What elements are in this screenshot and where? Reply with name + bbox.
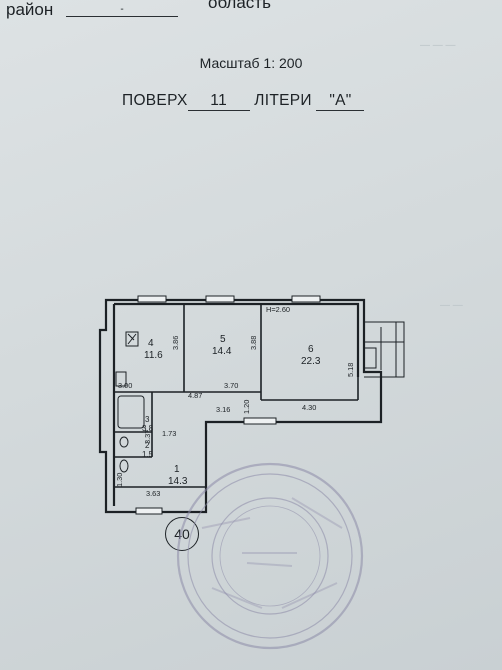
sink-symbol — [119, 436, 129, 448]
room-1-number: 1 — [174, 464, 180, 475]
room-4-area: 11.6 — [144, 350, 163, 361]
dim-3-37: 3.37 — [143, 430, 152, 444]
room-2-area: 1.5 — [142, 450, 154, 459]
door-symbol — [363, 347, 377, 369]
dim-3-86: 3.86 — [171, 336, 180, 350]
dim-3-16: 3.16 — [216, 405, 230, 414]
room-4-number: 4 — [148, 338, 154, 349]
dim-4-30: 4.30 — [302, 403, 316, 412]
letter-label: ЛІТЕРИ — [254, 92, 312, 109]
label-h: H=2.60 — [266, 305, 290, 314]
room-2-number: 2 — [145, 441, 150, 450]
dim-3-63: 3.63 — [146, 489, 160, 498]
letter-value: "А" — [316, 92, 365, 111]
sheet-number-circle: 40 — [165, 517, 199, 551]
toilet-symbol — [119, 459, 129, 473]
room-3-area: 3.8 — [142, 424, 154, 433]
floor-plan: H=2.60 4 11.6 5 14.4 6 22.3 3 3.8 2 1.5 … — [96, 282, 416, 552]
floor-number: 11 — [187, 92, 250, 111]
district-label: район — [6, 0, 54, 19]
dim-5-18: 5.18 — [346, 363, 355, 377]
room-5-number: 5 — [220, 334, 226, 345]
floor-label: ПОВЕРХ — [122, 92, 188, 109]
window-bottom — [243, 417, 277, 425]
district-field: - — [66, 4, 178, 17]
dim-1-73: 1.73 — [162, 429, 176, 438]
dim-1-20: 1.20 — [242, 400, 251, 414]
room-1-area: 14.3 — [168, 476, 188, 487]
bleed-through: — — — [440, 300, 463, 311]
official-stamp — [172, 458, 368, 654]
stove-symbol — [125, 331, 139, 347]
sink-left — [115, 371, 127, 387]
room-3-number: 3 — [145, 415, 150, 424]
region-label: область — [208, 0, 271, 12]
scale-text: Масштаб 1: 200 — [199, 55, 303, 71]
wall-top-inner — [114, 302, 360, 377]
dim-3-88: 3.88 — [249, 336, 258, 350]
room-6-area: 22.3 — [301, 356, 321, 367]
bathtub-symbol — [117, 395, 145, 429]
dim-4-87: 4.87 — [188, 391, 202, 400]
dim-3-00: 3.00 — [118, 381, 132, 390]
dim-1-30: 1.30 — [115, 473, 124, 487]
window-room4 — [137, 295, 167, 303]
balcony — [364, 321, 405, 378]
room-6-number: 6 — [308, 344, 314, 355]
window-entry — [135, 507, 163, 515]
header-row: район - область — [0, 0, 502, 26]
dim-3-70: 3.70 — [224, 381, 238, 390]
room-5-area: 14.4 — [212, 346, 232, 357]
bleed-through: — — — — [420, 40, 456, 51]
window-room6 — [291, 295, 321, 303]
window-room5 — [205, 295, 235, 303]
